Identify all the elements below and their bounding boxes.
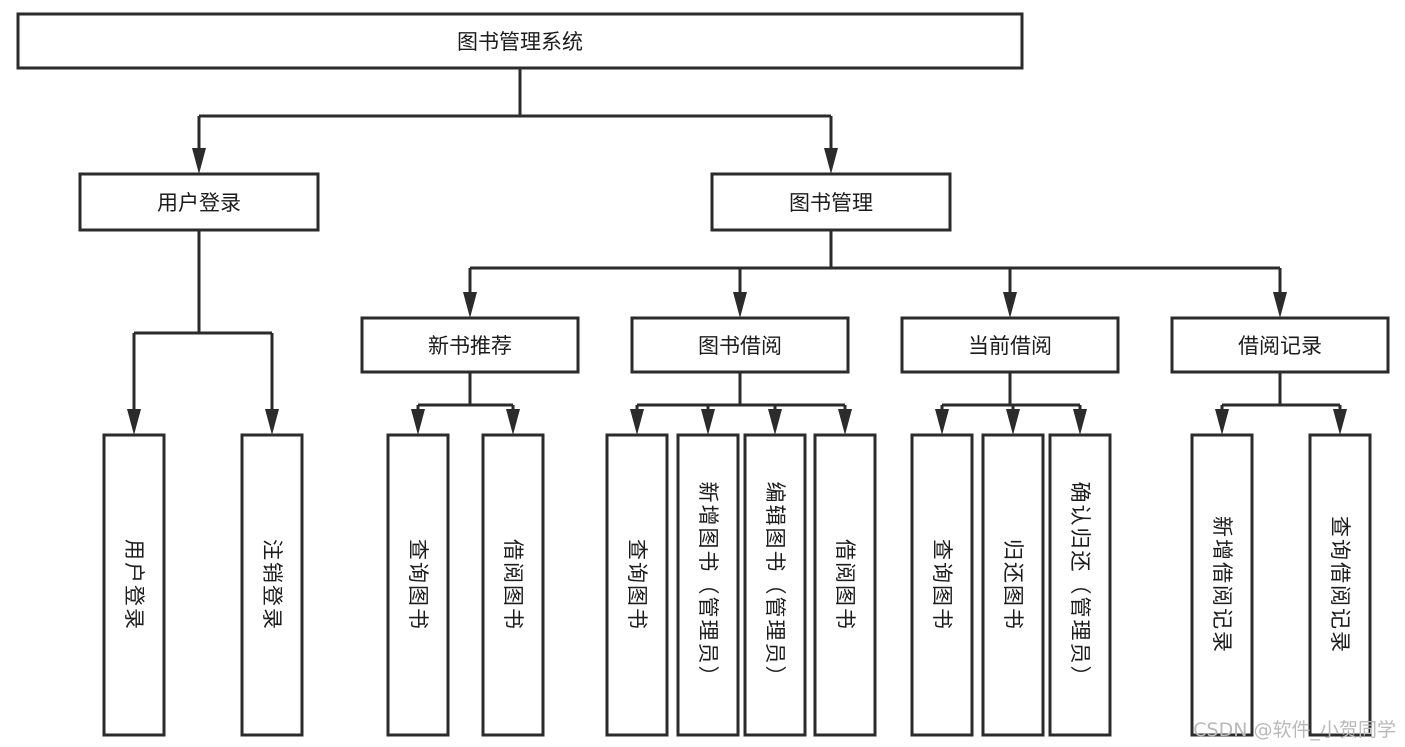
node-leaf-add-record[interactable]: 新增借阅记录 xyxy=(1190,433,1254,737)
node-borrow-record[interactable]: 借阅记录 xyxy=(1170,316,1390,374)
node-boxes: 图书管理系统用户登录图书管理新书推荐图书借阅当前借阅借阅记录用户登录注销登录查询… xyxy=(16,12,1390,737)
node-leaf-user-login[interactable]: 用户登录 xyxy=(102,433,166,737)
node-label: 查询图书 xyxy=(406,539,430,631)
node-label: 归还图书 xyxy=(1001,539,1025,631)
node-label: 查询借阅记录 xyxy=(1328,516,1352,654)
node-label: 用户登录 xyxy=(157,191,241,215)
node-book-borrow[interactable]: 图书借阅 xyxy=(630,316,850,374)
node-label: 图书管理 xyxy=(789,191,873,215)
node-leaf-query-book-1[interactable]: 查询图书 xyxy=(386,433,450,737)
node-label: 借阅记录 xyxy=(1238,334,1322,358)
node-leaf-query-record[interactable]: 查询借阅记录 xyxy=(1308,433,1372,737)
node-current-borrow[interactable]: 当前借阅 xyxy=(900,316,1120,374)
node-label: 新增图书（管理员） xyxy=(696,482,720,689)
node-label: 借阅图书 xyxy=(833,539,857,631)
node-leaf-return-book[interactable]: 归还图书 xyxy=(981,433,1045,737)
node-book-management[interactable]: 图书管理 xyxy=(710,172,952,232)
connector-lines xyxy=(127,68,1347,435)
node-new-book-recommend[interactable]: 新书推荐 xyxy=(360,316,580,374)
node-leaf-query-book-3[interactable]: 查询图书 xyxy=(910,433,974,737)
node-user-login[interactable]: 用户登录 xyxy=(78,172,320,232)
node-label: 借阅图书 xyxy=(501,539,525,631)
node-label: 图书管理系统 xyxy=(457,30,583,54)
node-leaf-edit-book[interactable]: 编辑图书（管理员） xyxy=(743,433,807,737)
node-label: 图书借阅 xyxy=(698,334,782,358)
csdn-watermark: CSDN @软件_小贺同学 xyxy=(1193,719,1396,741)
node-leaf-confirm-return[interactable]: 确认归还（管理员） xyxy=(1048,433,1112,737)
node-leaf-query-book-2[interactable]: 查询图书 xyxy=(605,433,669,737)
node-leaf-borrow-book-2[interactable]: 借阅图书 xyxy=(813,433,877,737)
node-label: 用户登录 xyxy=(122,539,146,631)
node-label: 当前借阅 xyxy=(968,334,1052,358)
node-label: 确认归还（管理员） xyxy=(1068,482,1092,689)
node-leaf-add-book[interactable]: 新增图书（管理员） xyxy=(676,433,740,737)
node-label: 注销登录 xyxy=(260,539,284,631)
node-label: 新书推荐 xyxy=(428,334,512,358)
node-leaf-borrow-book-1[interactable]: 借阅图书 xyxy=(481,433,545,737)
node-label: 查询图书 xyxy=(625,539,649,631)
node-leaf-logout[interactable]: 注销登录 xyxy=(240,433,304,737)
node-label: 编辑图书（管理员） xyxy=(763,482,787,689)
node-label: 新增借阅记录 xyxy=(1210,516,1234,654)
node-root[interactable]: 图书管理系统 xyxy=(16,12,1024,70)
node-label: 查询图书 xyxy=(930,539,954,631)
